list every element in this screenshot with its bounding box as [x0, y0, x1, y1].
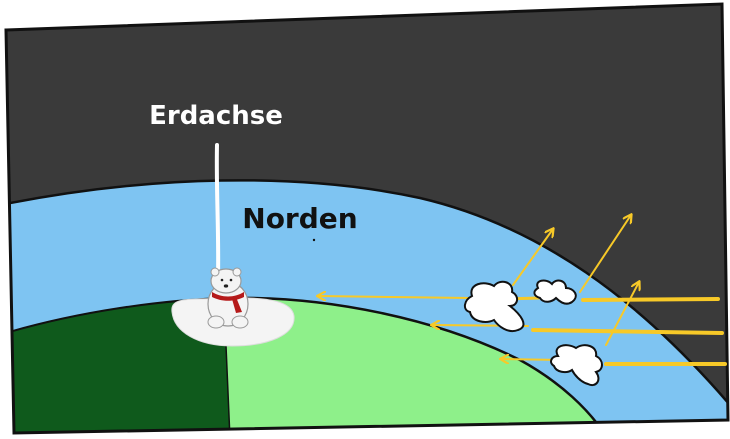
small-dot [313, 239, 315, 241]
axis-label: Erdachse [149, 101, 283, 131]
north-label: Norden [242, 202, 357, 235]
earth-axis-line [217, 145, 218, 278]
